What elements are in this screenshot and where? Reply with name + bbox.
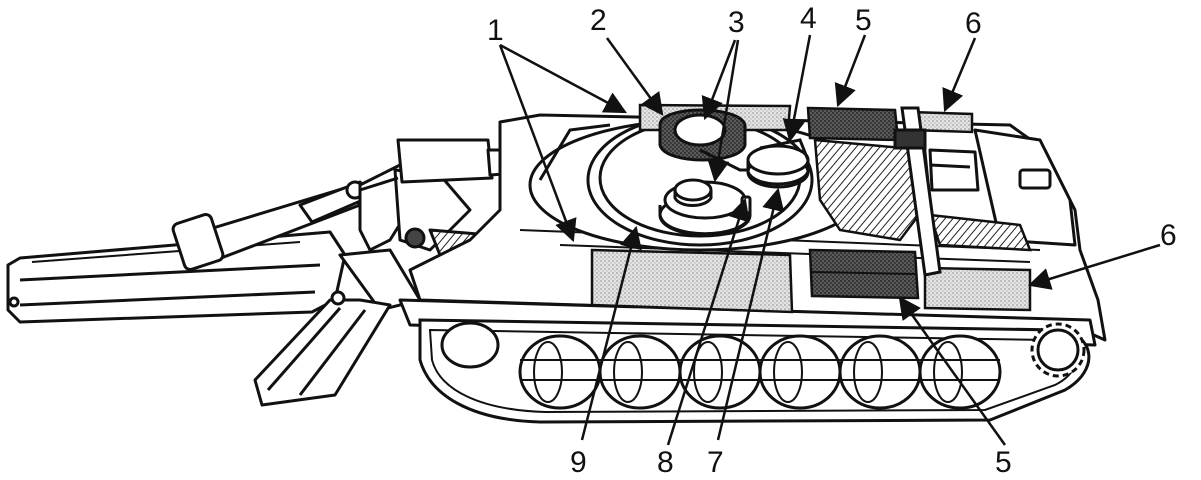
mast bbox=[893, 106, 942, 277]
boom-assembly bbox=[6, 138, 534, 407]
road-wheel bbox=[918, 334, 1002, 410]
callout-3: 3 bbox=[728, 6, 745, 39]
road-wheel bbox=[598, 334, 682, 410]
callout-5-top: 5 bbox=[855, 4, 872, 37]
dark-hatched-blocks bbox=[806, 106, 1032, 300]
callout-8: 8 bbox=[657, 446, 674, 479]
callout-labels: 1 2 3 4 5 6 6 5 7 8 9 bbox=[487, 2, 1177, 479]
callout-5-bottom: 5 bbox=[995, 446, 1012, 479]
leader-lines bbox=[498, 34, 1161, 446]
drive-sprocket bbox=[1030, 322, 1086, 378]
road-wheel bbox=[678, 334, 762, 410]
callout-4: 4 bbox=[800, 2, 817, 35]
road-wheel bbox=[838, 334, 922, 410]
idler-wheel bbox=[440, 321, 500, 369]
callout-7: 7 bbox=[707, 446, 724, 479]
callout-6-top: 6 bbox=[965, 7, 982, 40]
callout-1: 1 bbox=[487, 14, 504, 47]
road-wheel bbox=[758, 334, 842, 410]
callout-6-right: 6 bbox=[1160, 219, 1177, 252]
callout-2: 2 bbox=[590, 4, 607, 37]
road-wheel bbox=[518, 334, 602, 410]
callout-9: 9 bbox=[570, 446, 587, 479]
